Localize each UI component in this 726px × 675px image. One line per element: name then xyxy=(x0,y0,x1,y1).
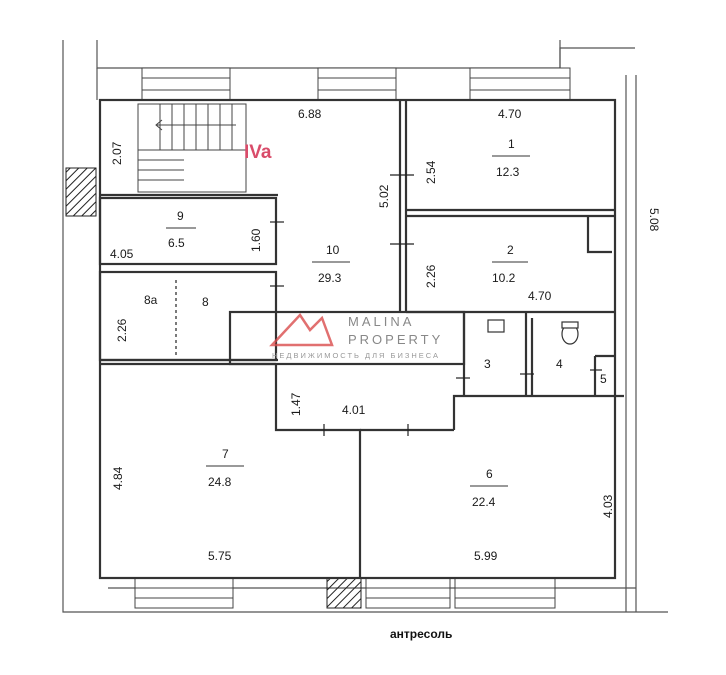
windows-bottom xyxy=(134,577,556,609)
dim-room8-side: 2.26 xyxy=(115,318,129,342)
dim-right-edge: 5.08 xyxy=(647,208,661,232)
section-label: IVa xyxy=(244,142,272,163)
dim-room7-width: 5.75 xyxy=(208,549,232,563)
watermark-tagline: НЕДВИЖИМОСТЬ ДЛЯ БИЗНЕСА xyxy=(272,351,440,360)
room-2-area: 10.2 xyxy=(492,271,516,285)
dim-room9-width: 4.05 xyxy=(110,247,134,261)
room-8a-number: 8a xyxy=(144,293,158,307)
room-3-number: 3 xyxy=(484,357,491,371)
room-7-number: 7 xyxy=(222,447,229,461)
dim-room9-side: 1.60 xyxy=(249,228,263,252)
room-1-number: 1 xyxy=(508,137,515,151)
dim-room10-side: 5.02 xyxy=(377,184,391,208)
plan-caption: антресоль xyxy=(390,627,453,641)
door-marks xyxy=(175,174,602,436)
dim-room6-side: 4.03 xyxy=(601,494,615,518)
room-6-area: 22.4 xyxy=(472,495,496,509)
sanitary-fixtures xyxy=(487,319,579,345)
room-10-area: 29.3 xyxy=(318,271,342,285)
interior-walls xyxy=(98,98,624,580)
room-4-number: 4 xyxy=(556,357,563,371)
column-hatch-left xyxy=(65,167,97,217)
dim-stair: 2.07 xyxy=(110,141,124,165)
dim-room2-side: 2.26 xyxy=(424,264,438,288)
dim-room2-bottom: 4.70 xyxy=(528,289,552,303)
room-1-area: 12.3 xyxy=(496,165,520,179)
watermark-line1: MALINA xyxy=(348,314,414,329)
watermark-line2: PROPERTY xyxy=(348,332,443,347)
room-7-area: 24.8 xyxy=(208,475,232,489)
dim-room1-side: 2.54 xyxy=(424,160,438,184)
room-6-number: 6 xyxy=(486,467,493,481)
dim-room6-width: 5.99 xyxy=(474,549,498,563)
room-labels: 1 12.3 2 10.2 3 4 5 6 22.4 7 24.8 8 8a 9… xyxy=(144,137,607,509)
room-10-number: 10 xyxy=(326,243,340,257)
room-9-number: 9 xyxy=(177,209,184,223)
room-9-area: 6.5 xyxy=(168,236,185,250)
watermark-logo: MALINA PROPERTY НЕДВИЖИМОСТЬ ДЛЯ БИЗНЕСА xyxy=(269,312,443,360)
dimension-labels: 6.88 4.70 2.07 2.54 5.02 4.05 1.60 2.26 … xyxy=(110,107,661,563)
room-5-number: 5 xyxy=(600,372,607,386)
dim-corridor-width: 4.01 xyxy=(342,403,366,417)
dim-room7-side: 4.84 xyxy=(111,466,125,490)
column-hatch-bottom xyxy=(326,577,362,609)
staircase xyxy=(137,103,247,193)
room-8-number: 8 xyxy=(202,295,209,309)
windows-top xyxy=(141,67,571,101)
room-2-number: 2 xyxy=(507,243,514,257)
dim-room1-top: 4.70 xyxy=(498,107,522,121)
dim-top-main: 6.88 xyxy=(298,107,322,121)
dim-corridor-side: 1.47 xyxy=(289,392,303,416)
